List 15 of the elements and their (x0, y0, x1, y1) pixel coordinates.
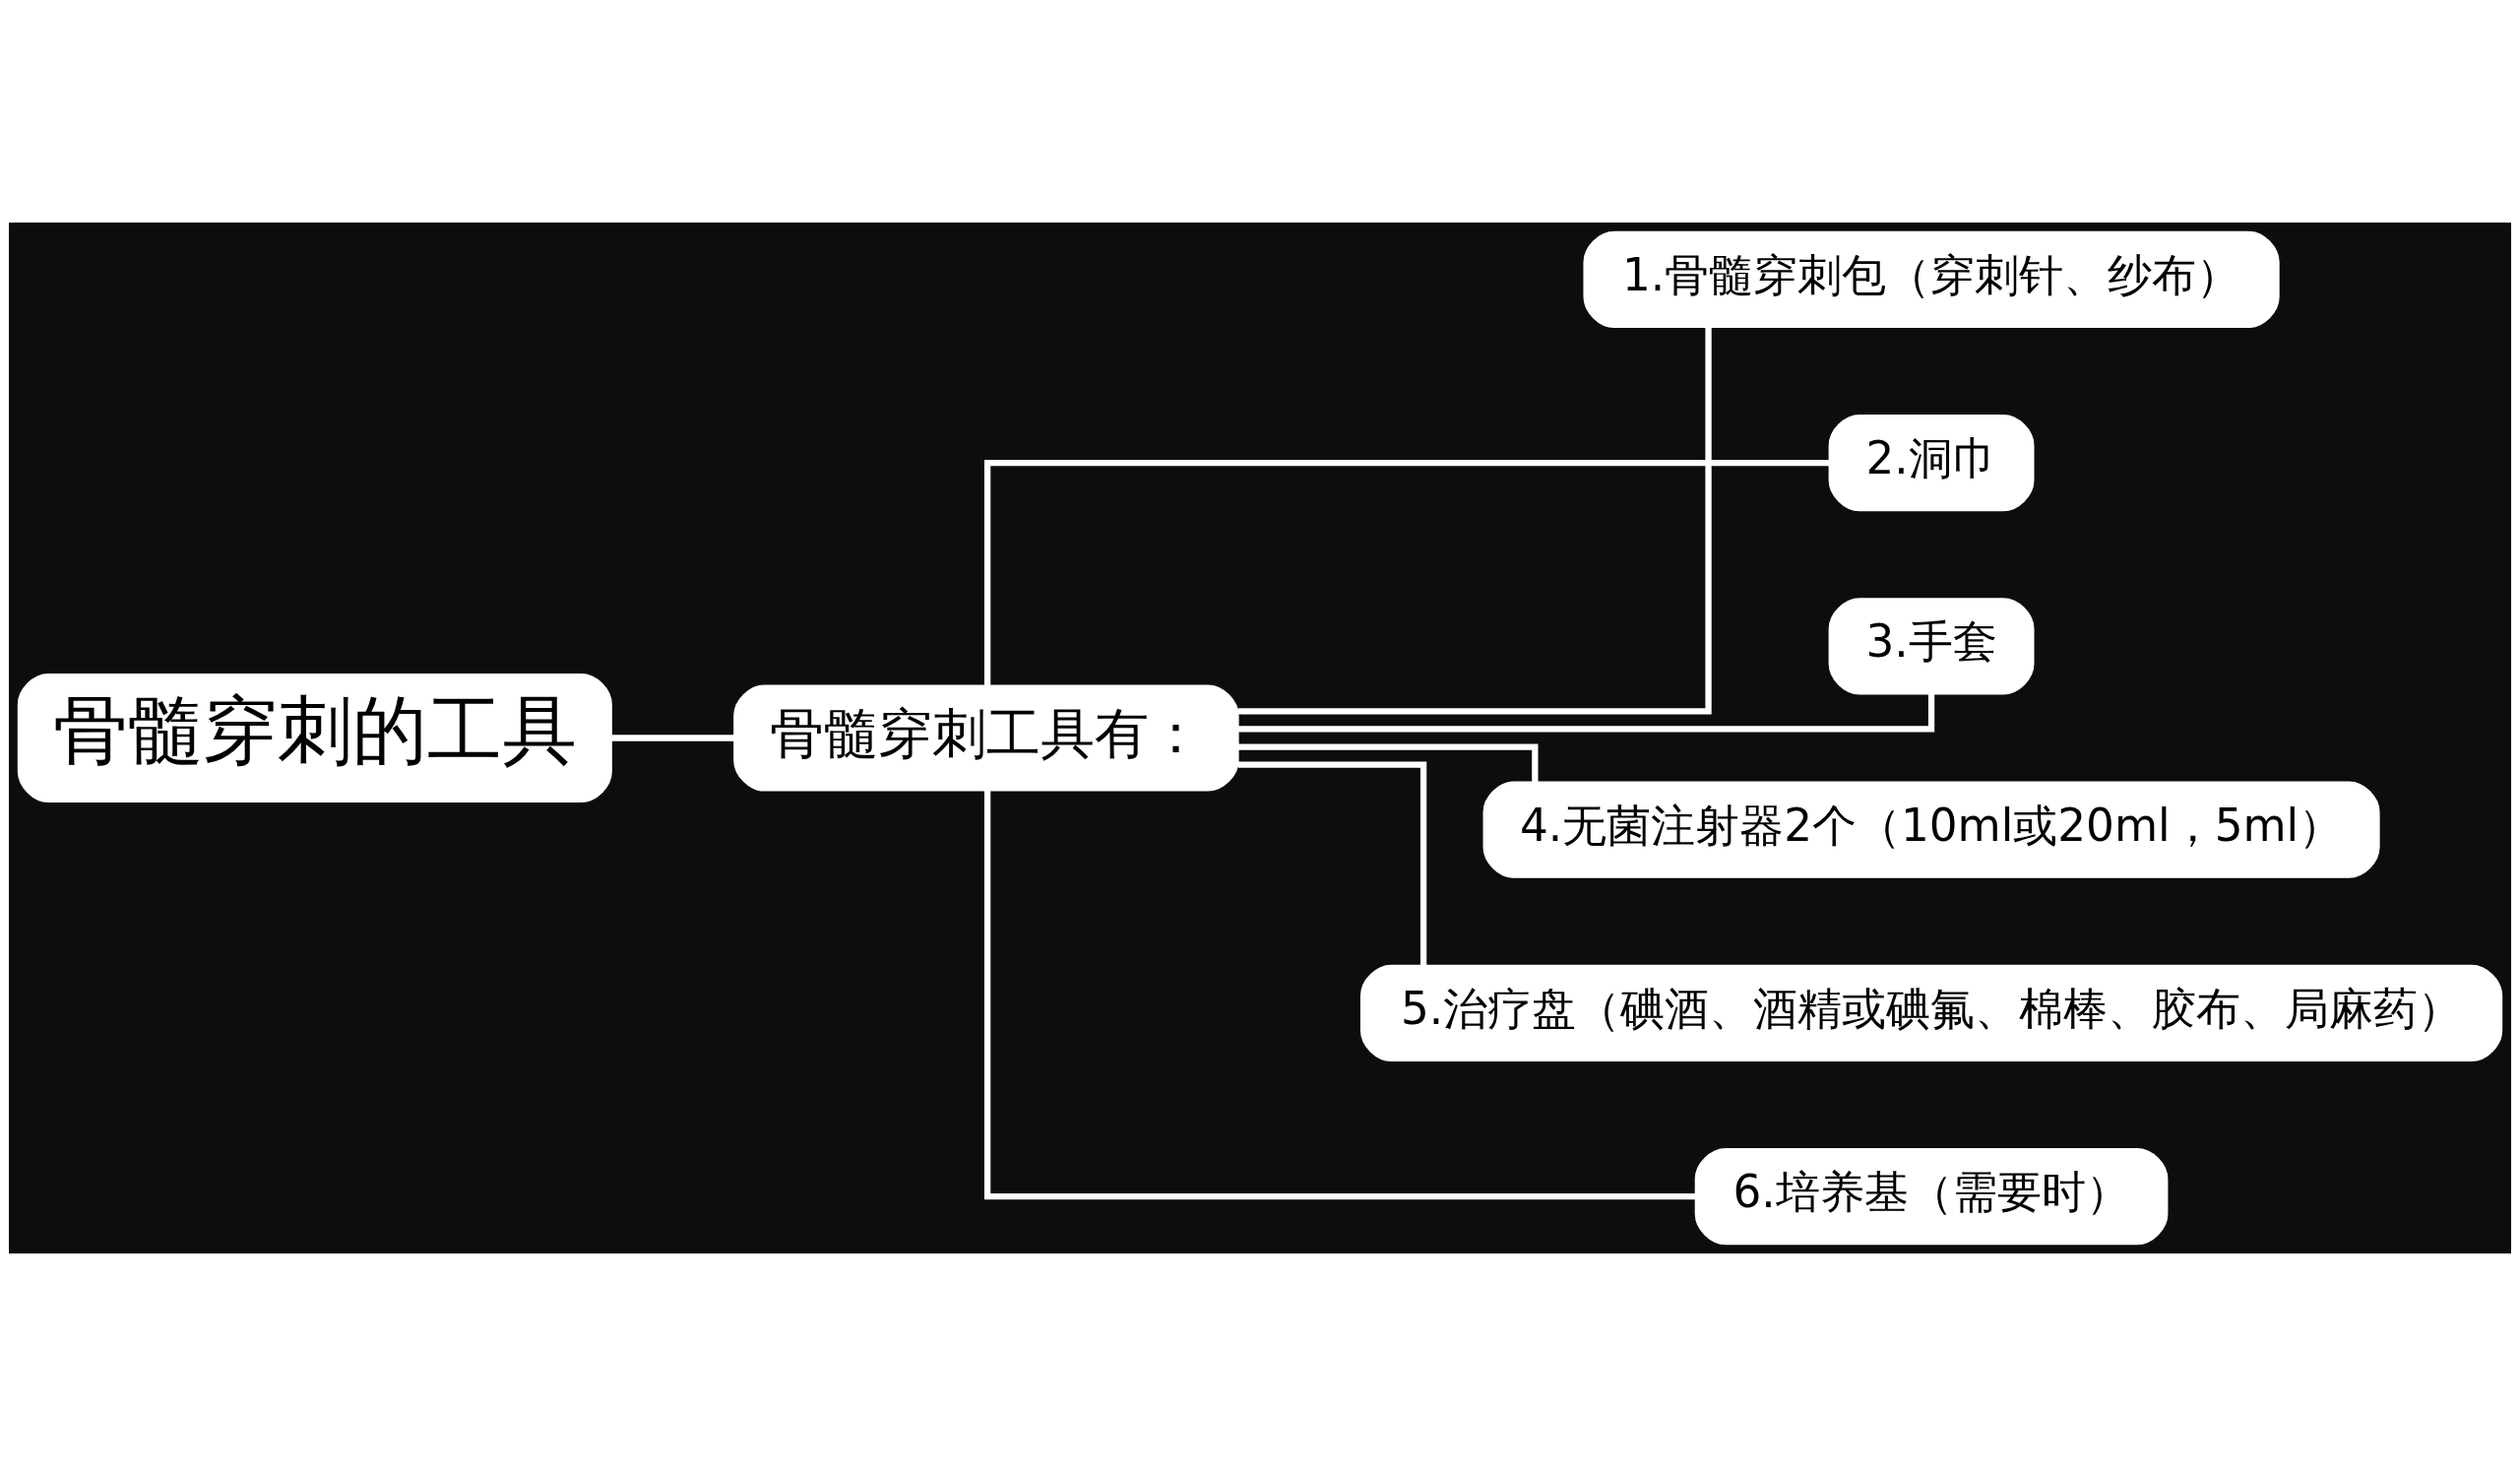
connector (1237, 761, 1427, 966)
node-box: 4.无菌注射器2个（10ml或20ml，5ml） (1482, 781, 2380, 878)
node-box: 6.培养基（需要时） (1694, 1148, 2169, 1246)
node-box: 1.骨髓穿刺包（穿刺针、纱布） (1583, 230, 2280, 328)
node-box: 2.洞巾 (1828, 415, 2035, 512)
connector (1237, 327, 1712, 715)
node-box: 骨髓穿刺的工具 (17, 674, 612, 802)
connector (610, 735, 735, 741)
connector (984, 460, 1830, 686)
connector (1237, 743, 1539, 783)
node-box: 3.手套 (1828, 598, 2035, 695)
connector (984, 790, 1696, 1200)
connector (1237, 693, 1935, 733)
node-box: 5.治疗盘（碘酒、酒精或碘氟、棉棒、胶布、局麻药） (1359, 964, 2503, 1061)
node-box: 骨髓穿刺工具有： (733, 684, 1239, 792)
